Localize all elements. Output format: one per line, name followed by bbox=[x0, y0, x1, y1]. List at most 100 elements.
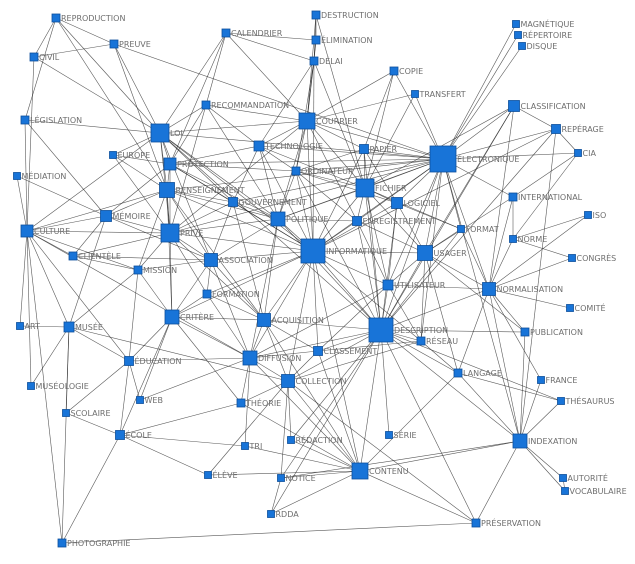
node-art: ART bbox=[16, 322, 40, 331]
edge-mediation-memoire bbox=[16, 175, 107, 217]
edge-prive-formation bbox=[169, 232, 208, 295]
edge-destruction-courrier bbox=[306, 14, 317, 122]
node-label-tri: TRI bbox=[249, 442, 263, 451]
edge-contenu-rdda bbox=[270, 470, 361, 515]
edge-format-normalisation bbox=[460, 228, 490, 290]
node-elimination: ÉLIMINATION bbox=[311, 34, 373, 45]
edge-ordinateur-informatique bbox=[295, 170, 314, 252]
edge-calendrier-recommandation bbox=[205, 32, 227, 106]
node-square-delai bbox=[309, 56, 319, 66]
node-square-ecole bbox=[115, 430, 125, 440]
edge-electronique-ordinateur bbox=[295, 158, 444, 172]
edge-diffusion-web bbox=[139, 357, 251, 401]
edge-gouvernement-informatique bbox=[232, 201, 314, 252]
node-label-rdda: RDDA bbox=[276, 510, 300, 519]
edge-loi-courrier bbox=[159, 120, 308, 134]
edge-electronique-protection bbox=[169, 158, 444, 165]
node-square-web bbox=[136, 396, 144, 404]
node-ecole: ÉCOLE bbox=[115, 429, 152, 440]
node-square-utilisateur bbox=[382, 279, 394, 291]
edge-education-web bbox=[128, 360, 141, 401]
node-label-vocabulaire: VOCABULAIRE bbox=[570, 487, 627, 496]
edge-electronique-gouvernement bbox=[232, 158, 444, 203]
edge-indexation-preservation bbox=[475, 440, 521, 524]
edge-electronique-usager bbox=[424, 158, 444, 254]
node-classification: CLASSIFICATION bbox=[508, 100, 586, 112]
edge-ordinateur-fichier bbox=[295, 170, 366, 189]
node-label-comite: COMITÉ bbox=[575, 302, 606, 313]
edge-description-rdda bbox=[270, 329, 382, 515]
node-critere: CRITÈRE bbox=[164, 309, 214, 325]
edge-utilisateur-classement bbox=[317, 284, 389, 352]
node-renseignement: RENSEIGNEMENT bbox=[159, 182, 245, 198]
edge-clientele-mission bbox=[72, 255, 139, 271]
node-square-electronique bbox=[429, 145, 457, 173]
edge-clientele-association bbox=[72, 255, 212, 261]
edge-utilisateur-reseau bbox=[387, 284, 422, 342]
edge-elimination-calendrier bbox=[225, 32, 317, 41]
edge-normalisation-france bbox=[488, 288, 542, 381]
node-square-prive bbox=[160, 223, 180, 243]
node-label-theorie: THÉORIE bbox=[245, 397, 281, 408]
edge-reperage-indexation bbox=[519, 128, 557, 442]
node-label-delai: DÉLAI bbox=[319, 55, 343, 66]
edge-description-notice bbox=[280, 329, 382, 479]
edge-courrier-fichier bbox=[306, 120, 366, 189]
edge-reseau-langage bbox=[420, 340, 459, 374]
node-label-classification: CLASSIFICATION bbox=[521, 102, 586, 111]
node-label-usager: USAGER bbox=[434, 249, 468, 258]
edge-disque-electronique bbox=[442, 45, 523, 160]
node-square-thesaurus bbox=[557, 397, 565, 405]
edge-electronique-description bbox=[380, 158, 444, 331]
edge-association-mission bbox=[137, 259, 212, 271]
edge-normalisation-publication bbox=[488, 288, 526, 333]
node-square-cia bbox=[574, 149, 582, 157]
edge-culture-photographie bbox=[26, 230, 63, 544]
node-label-serie: SÉRIE bbox=[394, 429, 417, 440]
node-publication: PUBLICATION bbox=[520, 327, 583, 337]
edge-electronique-indexation bbox=[442, 158, 521, 442]
edge-format-description bbox=[380, 228, 462, 331]
node-label-logiciel: LOGICIEL bbox=[404, 199, 441, 208]
node-indexation: INDEXATION bbox=[512, 433, 577, 449]
edge-langage-indexation bbox=[457, 372, 521, 442]
edge-protection-ordinateur bbox=[169, 163, 297, 172]
node-square-preuve bbox=[109, 39, 119, 49]
node-square-indexation bbox=[512, 433, 528, 449]
node-square-mission bbox=[133, 265, 143, 275]
edge-contenu-notice bbox=[280, 470, 361, 479]
edge-informatique-formation bbox=[206, 250, 314, 295]
node-square-mediation bbox=[13, 172, 21, 180]
edge-civil-culture bbox=[26, 56, 35, 232]
node-mission: MISSION bbox=[133, 265, 177, 275]
edge-loi-culture bbox=[26, 132, 161, 232]
node-square-renseignement bbox=[159, 182, 175, 198]
node-square-informatique bbox=[300, 238, 326, 264]
edge-notice-rdda bbox=[270, 477, 282, 515]
node-label-magnetique: MAGNÉTIQUE bbox=[521, 18, 575, 29]
node-square-calendrier bbox=[221, 28, 231, 38]
node-label-iso: ISO bbox=[593, 211, 607, 220]
edge-technologie-ordinateur bbox=[258, 145, 297, 172]
node-musee: MUSÉE bbox=[63, 321, 103, 333]
node-papier: PAPIER bbox=[359, 144, 398, 154]
edge-renseignement-mission bbox=[137, 189, 168, 271]
edge-electronique-renseignement bbox=[166, 158, 444, 191]
edge-diffusion-tri bbox=[244, 357, 251, 447]
edge-logiciel-description bbox=[380, 202, 398, 331]
edge-culture-mission bbox=[26, 230, 139, 271]
node-notice: NOTICE bbox=[277, 474, 316, 483]
node-square-tri bbox=[241, 442, 249, 450]
node-label-calendrier: CALENDRIER bbox=[231, 29, 283, 38]
node-label-copie: COPIE bbox=[399, 67, 423, 76]
edge-description-indexation bbox=[380, 329, 521, 442]
node-square-norme bbox=[509, 235, 517, 243]
edge-diffusion-contenu bbox=[249, 357, 361, 472]
node-label-disque: DISQUE bbox=[527, 42, 558, 51]
node-gouvernement: GOUVERNEMENT bbox=[228, 197, 307, 207]
edge-association-diffusion bbox=[210, 259, 251, 359]
node-label-diffusion: DIFFUSION bbox=[258, 354, 301, 363]
node-enregistrement: ENREGISTREMENT bbox=[352, 216, 436, 226]
edge-legislation-loi bbox=[24, 119, 161, 134]
edge-mediation-culture bbox=[16, 175, 28, 232]
